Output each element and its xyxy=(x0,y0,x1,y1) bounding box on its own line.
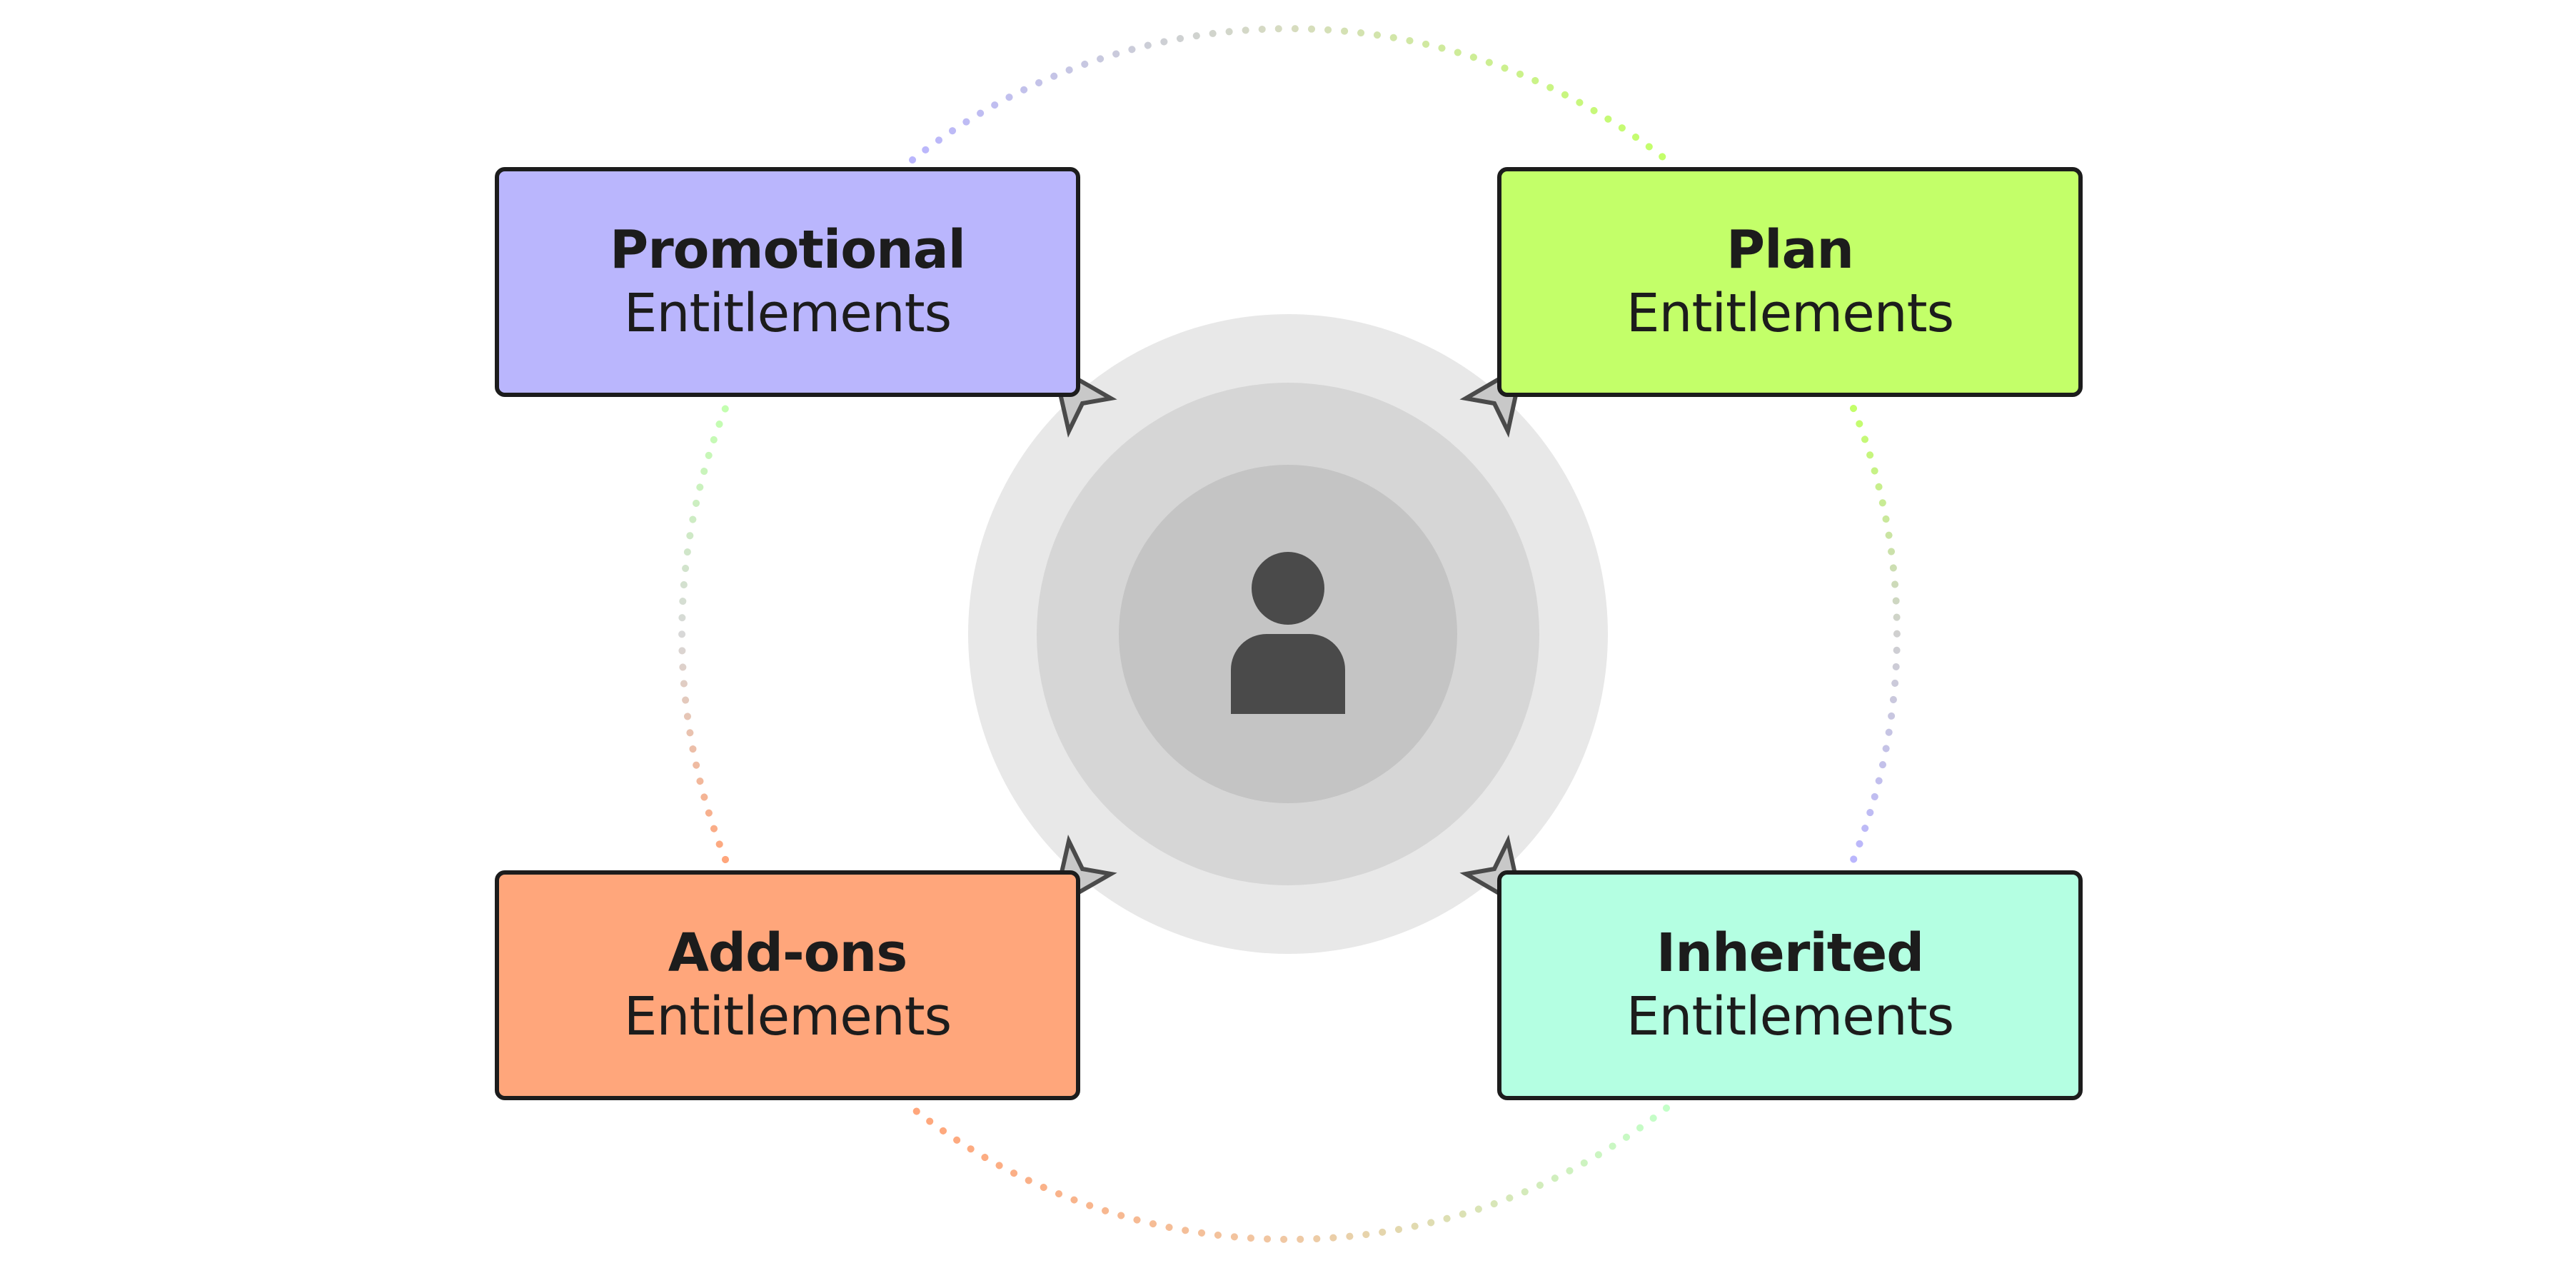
inherited-entitlements-box: Inherited Entitlements xyxy=(1497,870,2083,1100)
box-title: Promotional xyxy=(609,219,966,281)
ring-arc-bottom xyxy=(909,1105,1670,1243)
box-title: Inherited xyxy=(1656,922,1924,985)
ring-arc-left xyxy=(678,405,729,863)
promotional-entitlements-box: Promotional Entitlements xyxy=(495,167,1080,397)
box-title: Add-ons xyxy=(668,922,907,985)
addons-entitlements-box: Add-ons Entitlements xyxy=(495,870,1080,1100)
ring-arc-right xyxy=(1850,405,1901,863)
box-subtitle: Entitlements xyxy=(623,283,952,344)
plan-entitlements-box: Plan Entitlements xyxy=(1497,167,2083,397)
box-subtitle: Entitlements xyxy=(1626,283,1954,344)
box-subtitle: Entitlements xyxy=(1626,986,1954,1047)
box-subtitle: Entitlements xyxy=(623,986,952,1047)
box-title: Plan xyxy=(1726,219,1854,281)
user-icon xyxy=(1231,552,1345,714)
outer-dotted-ring xyxy=(678,25,1901,1243)
ring-arc-top xyxy=(909,25,1670,163)
